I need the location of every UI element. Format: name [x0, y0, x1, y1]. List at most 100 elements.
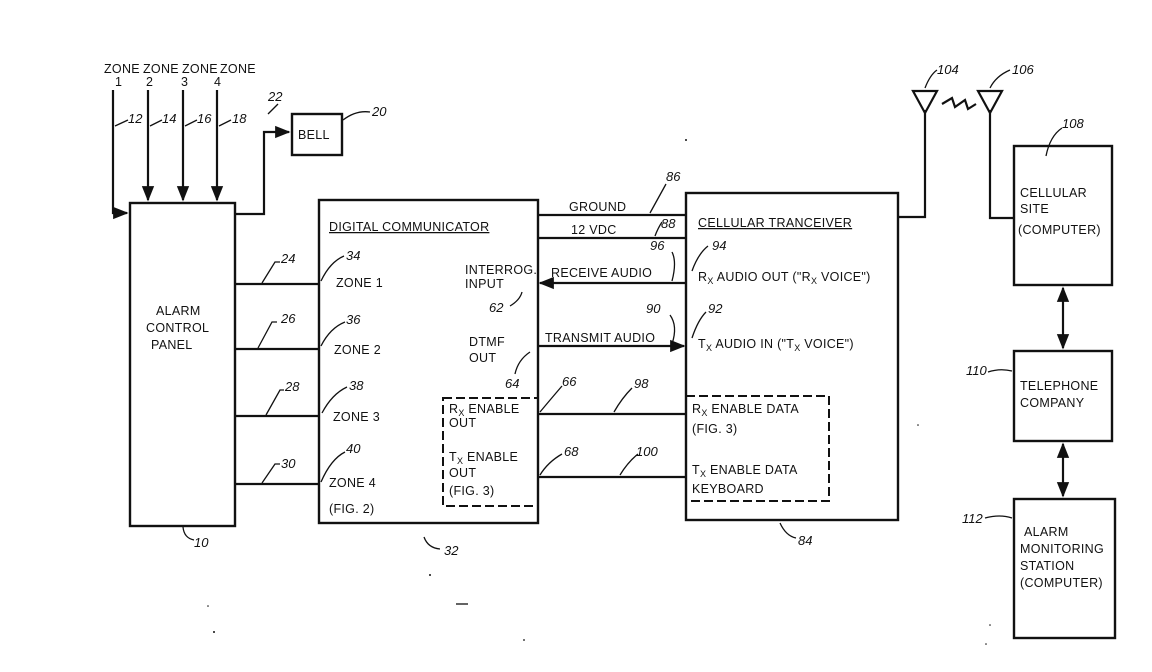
alarm-station-line1: ALARM: [1024, 525, 1069, 539]
zone-3-number: 3: [181, 75, 188, 89]
left-antenna-mast: [898, 110, 925, 217]
right-antenna-mast: [990, 110, 1014, 218]
comm-zone-3-ref: 38: [349, 378, 364, 393]
zone-2-number: 2: [146, 75, 153, 89]
comm-zone-2-ref: 36: [346, 312, 361, 327]
alarm-control-panel: ALARM CONTROL PANEL 10: [130, 203, 235, 550]
zone-2-header: ZONE: [143, 62, 179, 76]
dtmf-ref: 64: [505, 376, 519, 391]
alarm-monitoring-station: ALARM MONITORING STATION (COMPUTER) 112: [962, 499, 1115, 638]
telephone-company: TELEPHONE COMPANY 110: [966, 351, 1112, 441]
receive-audio-label: RECEIVE AUDIO: [551, 266, 652, 280]
zone-2-ref: 14: [162, 111, 176, 126]
transmit-audio-label: TRANSMIT AUDIO: [545, 331, 655, 345]
link-ref-24: 24: [280, 251, 295, 266]
zone-3-ref: 16: [197, 111, 212, 126]
comm-zone-2: ZONE 2: [334, 343, 381, 357]
tx-enable-out-fig: (FIG. 3): [449, 484, 494, 498]
interrog-ref: 62: [489, 300, 504, 315]
tx-audio-in-label: TX AUDIO IN ("TX VOICE"): [698, 337, 854, 353]
comm-zone-4: ZONE 4: [329, 476, 376, 490]
bell-ref: 20: [371, 104, 387, 119]
alarm-panel-line2: CONTROL: [146, 321, 209, 335]
zone-4-header: ZONE: [220, 62, 256, 76]
alarm-panel-box: [130, 203, 235, 526]
alarm-panel-line1: ALARM: [156, 304, 201, 318]
rx-enable-data-line1: RX ENABLE DATA: [692, 402, 799, 418]
comm-zone-3: ZONE 3: [333, 410, 380, 424]
alarm-station-ref: 112: [962, 511, 983, 526]
zone-1-line: [113, 90, 127, 213]
zone-inputs: ZONE ZONE ZONE ZONE 1 2 3 4 12 14 16 18: [104, 62, 256, 213]
tx-enable-data-line1: TX ENABLE DATA: [692, 463, 798, 479]
comm-zone-1-ref: 34: [346, 248, 360, 263]
bell-line-ref: 22: [267, 89, 283, 104]
cellular-site: CELLULAR SITE (COMPUTER) 108: [1014, 116, 1112, 285]
left-antenna-icon: [913, 91, 937, 113]
left-antenna-ref: 104: [937, 62, 959, 77]
link-ref-28: 28: [284, 379, 300, 394]
bell-line: [235, 132, 289, 214]
telephone-company-line2: COMPANY: [1020, 396, 1085, 410]
receive-audio-ref: 96: [650, 238, 665, 253]
telephone-company-line1: TELEPHONE: [1020, 379, 1098, 393]
alarm-station-line3: STATION: [1020, 559, 1074, 573]
tx-enable-out-line1: TX ENABLE: [449, 450, 518, 466]
cellular-site-ref: 108: [1062, 116, 1084, 131]
vdc-ref: 88: [661, 216, 676, 231]
bell-group: 22 BELL 20: [235, 89, 387, 214]
comm-zone-1: ZONE 1: [336, 276, 383, 290]
communicator-tranceiver-links: GROUND 86 12 VDC 88 RECEIVE AUDIO 96 TRA…: [538, 169, 686, 477]
radio-link-icon: [942, 98, 976, 109]
interrog-line1: INTERROG.: [465, 263, 537, 277]
cellular-tranceiver: CELLULAR TRANCEIVER RX AUDIO OUT ("RX VO…: [686, 193, 898, 548]
panel-links: 24 26 28 30: [235, 251, 319, 484]
tx-audio-in-ref: 92: [708, 301, 723, 316]
comm-fig-2: (FIG. 2): [329, 502, 374, 516]
interrog-line2: INPUT: [465, 277, 504, 291]
zone-4-ref: 18: [232, 111, 247, 126]
alarm-panel-ref: 10: [194, 535, 209, 550]
ground-label: GROUND: [569, 200, 626, 214]
zone-3-header: ZONE: [182, 62, 218, 76]
dtmf-line2: OUT: [469, 351, 496, 365]
rx-audio-out-label: RX AUDIO OUT ("RX VOICE"): [698, 270, 871, 286]
alarm-station-line4: (COMPUTER): [1020, 576, 1103, 590]
comm-zone-4-ref: 40: [346, 441, 361, 456]
cellular-tranceiver-ref: 84: [798, 533, 812, 548]
tx-data-ref: 100: [636, 444, 658, 459]
rx-enable-out-line2: OUT: [449, 416, 476, 430]
tx-enable-out-line2: OUT: [449, 466, 476, 480]
vdc-label: 12 VDC: [571, 223, 617, 237]
digital-communicator-title: DIGITAL COMMUNICATOR: [329, 220, 489, 234]
zone-1-ref: 12: [128, 111, 143, 126]
cellular-site-line1: CELLULAR: [1020, 186, 1087, 200]
ground-ref: 86: [666, 169, 681, 184]
rx-enable-out-ref: 66: [562, 374, 577, 389]
cellular-site-line2: SITE: [1020, 202, 1049, 216]
alarm-panel-line3: PANEL: [151, 338, 193, 352]
link-ref-30: 30: [281, 456, 296, 471]
rx-data-ref: 98: [634, 376, 649, 391]
right-antenna-icon: [978, 91, 1002, 113]
rx-enable-data-fig: (FIG. 3): [692, 422, 737, 436]
transmit-audio-ref: 90: [646, 301, 661, 316]
zone-1-number: 1: [115, 75, 122, 89]
tx-enable-out-ref: 68: [564, 444, 579, 459]
zone-4-number: 4: [214, 75, 221, 89]
dtmf-line1: DTMF: [469, 335, 505, 349]
bell-label: BELL: [298, 128, 330, 142]
telephone-company-ref: 110: [966, 363, 987, 378]
cellular-site-line3: (COMPUTER): [1018, 223, 1101, 237]
zone-1-header: ZONE: [104, 62, 140, 76]
digital-communicator-ref: 32: [444, 543, 459, 558]
digital-communicator: DIGITAL COMMUNICATOR ZONE 1 ZONE 2 ZONE …: [319, 200, 538, 558]
alarm-station-line2: MONITORING: [1020, 542, 1104, 556]
right-antenna-ref: 106: [1012, 62, 1034, 77]
tx-enable-data-line2: KEYBOARD: [692, 482, 764, 496]
cellular-tranceiver-title: CELLULAR TRANCEIVER: [698, 216, 852, 230]
link-ref-26: 26: [280, 311, 296, 326]
rx-audio-out-ref: 94: [712, 238, 726, 253]
